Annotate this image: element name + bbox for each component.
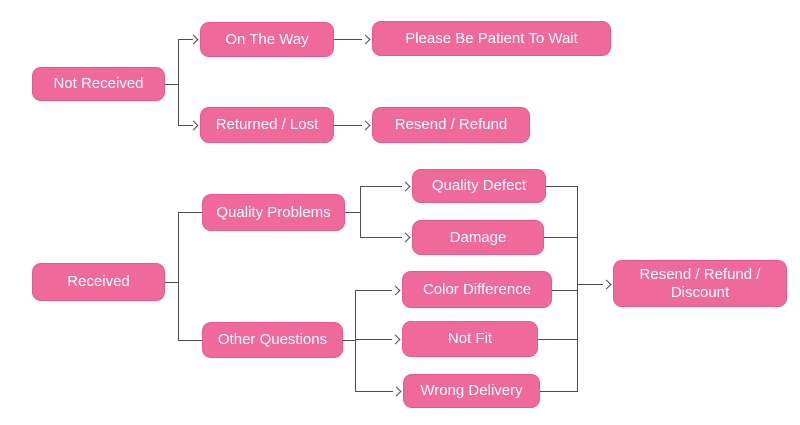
- node-not-fit: Not Fit: [402, 321, 538, 357]
- connector-line: [165, 84, 178, 85]
- connector-line: [355, 391, 393, 392]
- connector-line: [343, 340, 356, 341]
- connector-line: [538, 339, 578, 340]
- connector-line: [345, 212, 361, 213]
- arrowhead-icon: [400, 232, 411, 243]
- connector-line: [577, 186, 578, 392]
- node-damage: Damage: [412, 220, 544, 255]
- connector-line: [355, 290, 392, 291]
- arrowhead-icon: [360, 120, 371, 131]
- arrowhead-icon: [400, 181, 411, 192]
- arrowhead-icon: [601, 279, 612, 290]
- node-other-questions: Other Questions: [202, 322, 343, 358]
- connector-line: [540, 391, 578, 392]
- arrowhead-icon: [390, 334, 401, 345]
- connector-line: [334, 125, 362, 126]
- arrowhead-icon: [360, 34, 371, 45]
- node-on-the-way: On The Way: [200, 22, 334, 57]
- connector-line: [546, 186, 578, 187]
- node-resend-refund: Resend / Refund: [372, 107, 530, 143]
- connector-line: [178, 39, 193, 40]
- node-not-received: Not Received: [32, 67, 165, 101]
- node-wrong-delivery: Wrong Delivery: [403, 374, 540, 408]
- arrowhead-icon: [390, 285, 401, 296]
- connector-line: [360, 186, 361, 238]
- connector-line: [360, 237, 402, 238]
- arrowhead-icon: [188, 34, 199, 45]
- connector-line: [355, 290, 356, 392]
- node-returned-lost: Returned / Lost: [200, 107, 334, 143]
- node-quality-defect: Quality Defect: [412, 169, 546, 203]
- node-received: Received: [32, 263, 165, 301]
- connector-line: [178, 212, 202, 213]
- connector-line: [178, 212, 179, 341]
- connector-line: [178, 39, 179, 126]
- arrowhead-icon: [188, 120, 199, 131]
- node-please-be-patient: Please Be Patient To Wait: [372, 21, 611, 56]
- node-quality-problems: Quality Problems: [202, 194, 345, 231]
- connector-line: [360, 186, 402, 187]
- connector-line: [552, 290, 578, 291]
- connector-line: [165, 282, 178, 283]
- connector-line: [178, 340, 202, 341]
- connector-line: [355, 339, 392, 340]
- node-resend-refund-discount: Resend / Refund / Discount: [613, 260, 787, 307]
- connector-line: [578, 284, 603, 285]
- arrowhead-icon: [391, 386, 402, 397]
- connector-line: [178, 125, 193, 126]
- node-color-difference: Color Difference: [402, 271, 552, 308]
- connector-line: [544, 237, 578, 238]
- connector-line: [334, 39, 362, 40]
